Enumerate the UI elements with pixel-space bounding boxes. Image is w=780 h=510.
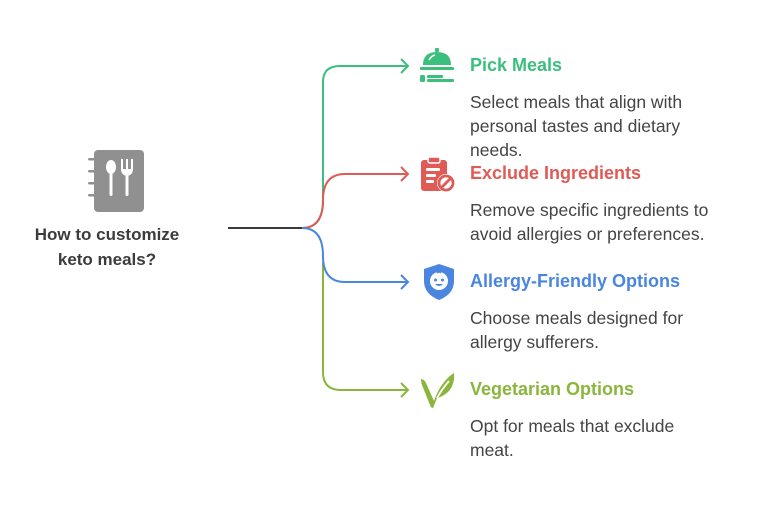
arrow-allergy-friendly <box>400 274 410 290</box>
branch-title-allergy-friendly: Allergy-Friendly Options <box>470 271 681 291</box>
arrow-vegetarian <box>400 382 410 398</box>
desc-line: allergy sufferers. <box>470 332 600 352</box>
connector-exclude-ingredients <box>301 173 408 229</box>
branch-desc-pick-meals: Select meals that align with personal ta… <box>470 90 760 162</box>
arrow-pick-meals <box>400 58 410 74</box>
root-label-line1: How to customize <box>34 225 180 244</box>
branch-title-pick-meals: Pick Meals <box>470 55 563 75</box>
desc-line: Select meals that align with <box>470 92 683 112</box>
desc-line: Remove specific ingredients to <box>470 200 709 220</box>
desc-line: Choose meals designed for <box>470 308 684 328</box>
connector-allergy-friendly <box>301 227 408 283</box>
branch-desc-vegetarian: Opt for meals that exclude meat. <box>470 414 760 462</box>
clipboard-prohibited-icon <box>421 156 455 192</box>
root-label-line2: keto meals? <box>57 250 157 269</box>
desc-line: avoid allergies or preferences. <box>470 224 705 244</box>
branch-desc-allergy-friendly: Choose meals designed for allergy suffer… <box>470 306 760 354</box>
serving-dish-icon <box>420 48 454 82</box>
branch-desc-exclude-ingredients: Remove specific ingredients to avoid all… <box>470 198 760 246</box>
desc-line: needs. <box>470 140 523 160</box>
desc-line: meat. <box>470 440 514 460</box>
baby-shield-icon <box>424 264 454 300</box>
connector-vegetarian <box>322 262 408 391</box>
connector-pick-meals <box>301 65 408 229</box>
desc-line: personal tastes and dietary <box>470 116 681 136</box>
desc-line: Opt for meals that exclude <box>470 416 675 436</box>
branch-title-vegetarian: Vegetarian Options <box>470 379 635 399</box>
recipe-book-icon <box>88 150 144 212</box>
branch-title-exclude-ingredients: Exclude Ingredients <box>470 163 642 183</box>
leaf-v-icon <box>421 373 455 408</box>
root-question: How to customize keto meals? <box>20 222 194 272</box>
arrow-exclude-ingredients <box>400 166 410 182</box>
